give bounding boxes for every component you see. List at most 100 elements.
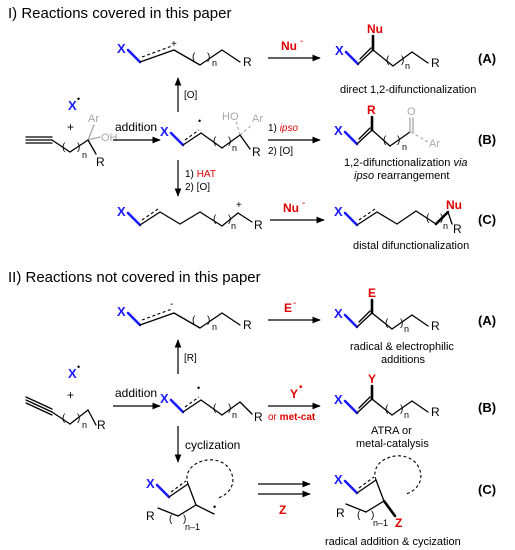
caption-2b-line2: metal-catalysis	[356, 438, 429, 450]
svg-text:): )	[77, 142, 80, 153]
svg-text:Ar: Ar	[429, 138, 440, 150]
svg-text:2) [O]: 2) [O]	[268, 146, 293, 157]
cation-intermediate: X + R () n	[117, 39, 252, 69]
svg-text:[O]: [O]	[184, 90, 198, 101]
svg-text:(: (	[385, 318, 389, 329]
section-2-title: II) Reactions not covered in this paper	[8, 269, 261, 286]
svg-text:): )	[401, 55, 404, 66]
svg-text:R: R	[431, 56, 440, 70]
svg-text:R: R	[252, 145, 261, 159]
label-2c: (C)	[478, 482, 496, 497]
svg-text:n: n	[232, 410, 237, 420]
svg-text:): )	[228, 403, 231, 414]
label-addition-1: addition	[115, 120, 157, 134]
svg-text:2) [O]: 2) [O]	[185, 182, 210, 193]
caption-1b-line1: 1,2-difunctionalization via	[344, 157, 468, 169]
svg-text:-: -	[300, 36, 303, 47]
svg-text:n–1: n–1	[373, 518, 388, 528]
svg-text:): )	[228, 136, 231, 147]
svg-text:or met-cat: or met-cat	[268, 412, 316, 423]
svg-text:HO: HO	[222, 111, 239, 123]
svg-text:X: X	[146, 476, 155, 491]
svg-text:X: X	[68, 366, 77, 381]
svg-text:+: +	[171, 39, 177, 50]
svg-text:X: X	[117, 304, 126, 319]
product-2b: X Y R () n	[334, 372, 440, 420]
svg-text:): )	[228, 214, 231, 225]
svg-text:•: •	[299, 382, 303, 393]
reactant-2: X • + () n R	[25, 362, 106, 432]
svg-text:R: R	[243, 55, 252, 69]
svg-text:): )	[207, 315, 210, 326]
svg-text:1) ipso: 1) ipso	[268, 123, 298, 134]
svg-text:(: (	[169, 514, 173, 525]
svg-text:n: n	[212, 58, 217, 68]
label-addition-2: addition	[115, 386, 157, 400]
svg-text:(: (	[62, 413, 66, 424]
section-1-title: I) Reactions covered in this paper	[8, 5, 231, 22]
svg-text:X: X	[334, 306, 343, 321]
svg-text:n: n	[404, 324, 409, 334]
svg-text:): )	[400, 318, 403, 329]
svg-text:X: X	[334, 123, 343, 138]
svg-text:Z: Z	[395, 516, 402, 530]
svg-text:•: •	[77, 94, 80, 104]
radical-intermediate-2: X • R () n	[160, 383, 263, 424]
svg-text:-: -	[170, 299, 173, 310]
label-cyclization: cyclization	[185, 438, 240, 452]
svg-text:R: R	[96, 155, 105, 169]
svg-text:X: X	[117, 204, 126, 219]
svg-text:OH: OH	[101, 132, 118, 144]
product-1a: X Nu R () n	[335, 22, 440, 71]
svg-text:X: X	[160, 124, 169, 139]
svg-text:X: X	[160, 391, 169, 406]
label-2a: (A)	[478, 313, 496, 328]
svg-text:n: n	[405, 61, 410, 71]
svg-text:(: (	[383, 135, 387, 146]
svg-text:R: R	[97, 418, 106, 432]
reagent-nu-1c: Nu	[283, 201, 299, 215]
svg-text:X: X	[68, 98, 77, 113]
svg-text:R: R	[254, 218, 263, 232]
reactant-1: X • + () n Ar OH R	[25, 94, 118, 169]
label-1b: (B)	[478, 132, 496, 147]
svg-text:•: •	[77, 362, 80, 372]
svg-text:n: n	[443, 221, 448, 231]
svg-text:(: (	[213, 403, 217, 414]
caption-2b-line1: ATRA or	[371, 425, 412, 437]
svg-text:): )	[183, 514, 186, 525]
caption-1b-line2: ipso rearrangement	[354, 170, 449, 182]
svg-text:•: •	[213, 502, 216, 512]
svg-text:(: (	[192, 315, 196, 326]
distal-cation: X + R () n	[117, 200, 263, 232]
label-1a: (A)	[478, 51, 496, 66]
svg-text:+: +	[236, 200, 242, 211]
svg-text:R: R	[367, 103, 376, 117]
svg-text:+: +	[67, 120, 74, 134]
cyclization-intermediate: X • R () n–1	[146, 459, 234, 532]
svg-text:[R]: [R]	[184, 353, 197, 364]
svg-text:): )	[371, 510, 374, 521]
svg-text:+: +	[67, 388, 74, 402]
svg-text:n: n	[82, 420, 87, 430]
svg-text:Ar: Ar	[252, 113, 263, 125]
svg-text:Y: Y	[368, 372, 376, 386]
svg-text:Nu: Nu	[367, 22, 383, 36]
svg-text:(: (	[62, 142, 66, 153]
svg-text:Nu: Nu	[446, 198, 462, 212]
svg-text:X: X	[335, 43, 344, 58]
svg-text:X: X	[117, 41, 126, 56]
svg-text:): )	[400, 404, 403, 415]
anion-intermediate: X - R () n	[117, 299, 252, 332]
caption-1c: distal difunctionalization	[353, 240, 469, 252]
caption-2a-line2: additions	[381, 354, 426, 366]
svg-text:n: n	[402, 142, 407, 152]
reagent-nu-1a: Nu	[281, 39, 297, 53]
product-1c: X Nu R () n	[334, 198, 462, 236]
svg-text:n: n	[231, 221, 236, 231]
svg-text:): )	[440, 213, 443, 224]
svg-text:): )	[77, 413, 80, 424]
svg-text:(: (	[386, 55, 390, 66]
product-1b: X R () n O Ar	[334, 103, 440, 152]
